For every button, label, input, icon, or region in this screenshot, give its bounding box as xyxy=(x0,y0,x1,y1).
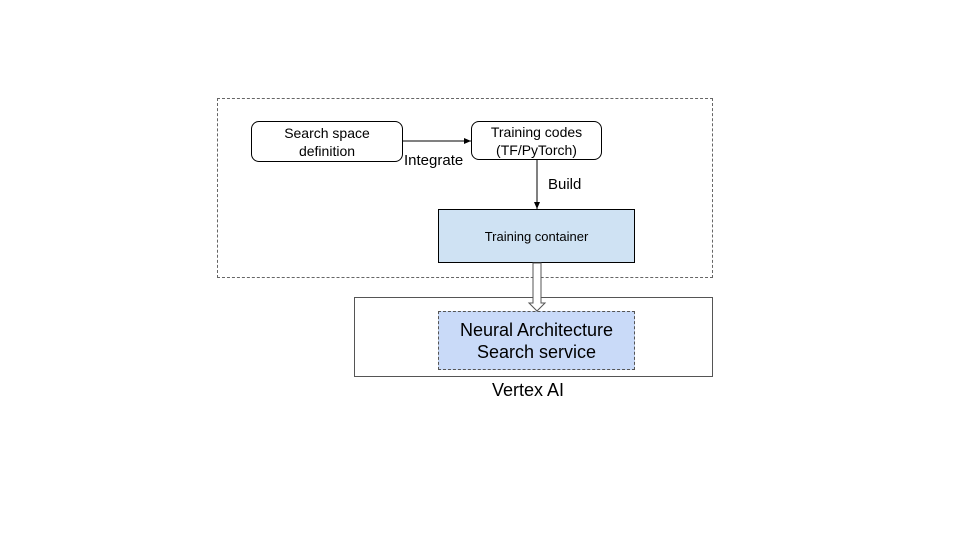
search-space-node: Search space definition xyxy=(251,121,403,162)
training-codes-node: Training codes (TF/PyTorch) xyxy=(471,121,602,160)
search-space-label: Search space definition xyxy=(284,124,370,159)
vertex-ai-label: Vertex AI xyxy=(492,380,565,400)
training-container-node: Training container xyxy=(438,209,635,263)
build-label: Build xyxy=(548,176,582,193)
local-dev-group xyxy=(217,98,713,278)
training-codes-label: Training codes (TF/PyTorch) xyxy=(490,123,583,158)
deploy-arrow xyxy=(527,262,547,312)
nas-service-label: Neural Architecture Search service xyxy=(459,319,614,362)
nas-service-node: Neural Architecture Search service xyxy=(438,311,635,370)
integrate-label: Integrate xyxy=(404,152,464,169)
training-container-label: Training container xyxy=(484,228,589,244)
